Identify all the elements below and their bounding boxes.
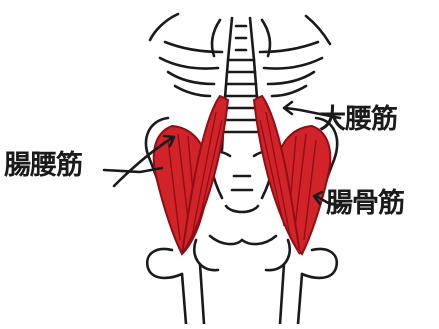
iliacus-label: 腸骨筋 (326, 190, 404, 217)
ribcage-right (260, 16, 330, 96)
ribcage-left (150, 14, 222, 96)
iliopsoas-label: 腸腰筋 (4, 152, 82, 179)
spine (222, 18, 262, 150)
femur-right (280, 249, 337, 324)
psoas-major-label: 大腰筋 (319, 106, 397, 133)
femur-left (147, 249, 204, 324)
